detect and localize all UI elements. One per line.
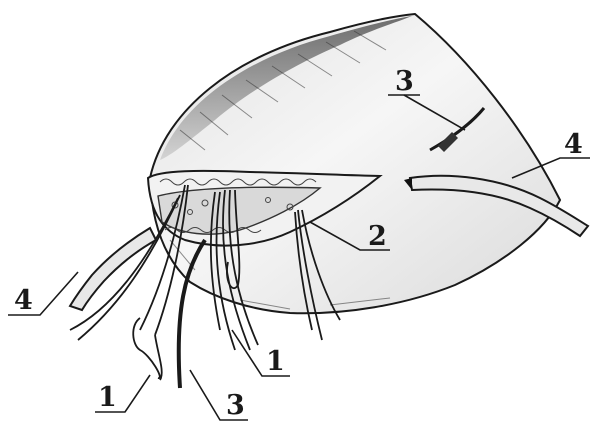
label-4-left: 4	[14, 285, 33, 316]
label-2: 2	[368, 221, 387, 252]
label-4-right: 4	[564, 129, 583, 160]
label-3-bottom: 3	[226, 390, 245, 421]
label-1-left: 1	[98, 382, 117, 413]
label-1-right: 1	[266, 346, 285, 377]
label-3-top: 3	[395, 66, 414, 97]
